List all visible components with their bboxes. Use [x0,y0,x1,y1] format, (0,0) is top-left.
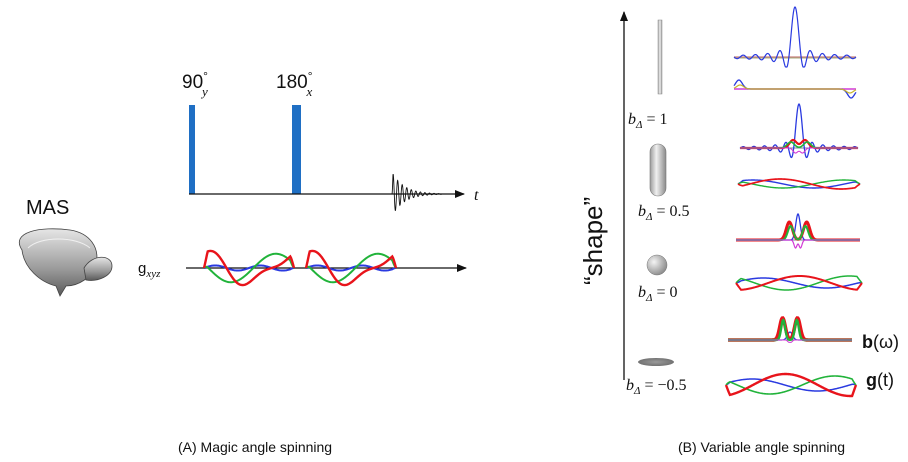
gradient-x-block-1 [202,249,296,287]
gradient-y-8 [725,375,857,395]
spectrum-m-3 [740,147,858,154]
pulse-180-label: 180°x [276,69,313,99]
time-label: t [474,187,479,204]
panel-a: MAS 90°y 180°x t gxyz [19,69,479,455]
gradient-x-6 [735,275,863,291]
gradient-x-block-2 [304,249,398,287]
gradient-y-4 [737,179,861,189]
b-delta-label-2: bΔ = 0.5 [638,203,690,223]
disc-shape-icon [638,358,674,366]
gradient-x-8 [724,372,858,398]
gradient-label: gxyz [138,260,161,280]
rod-shape-icon [657,19,663,95]
spectrum-m-7 [728,339,852,343]
b-delta-label-4: bΔ = −0.5 [626,377,687,397]
mas-label: MAS [26,197,69,219]
shape-axis-label: “shape” [578,197,608,285]
panel-b: “shape” bΔ = 1 bΔ = 0.5 bΔ = 0 bΔ = −0.5… [578,6,899,455]
gradient-y-2 [733,84,857,94]
caption-a: (A) Magic angle spinning [178,439,332,455]
spectrum-z-3 [739,102,859,159]
b-omega-label: b(ω) [862,332,899,352]
gradient-x-4 [737,178,861,190]
pulse-90 [189,105,195,194]
waveform-plots [724,6,863,398]
caption-b: (B) Variable angle spinning [678,439,845,455]
g-t-label: g(t) [866,370,894,390]
gradient-z-block-1 [203,264,295,272]
spectrum-x-7 [728,316,852,342]
sphere-shape-icon [646,254,668,276]
capsule-shape-icon [649,143,667,197]
gradient-z-block-2 [305,264,397,272]
b-delta-label-3: bΔ = 0 [638,284,678,304]
spectrum-z-1 [733,6,857,68]
pulse-180 [292,105,301,194]
spectrum-z-5 [736,212,860,241]
mas-shape-icon [19,228,113,297]
b-delta-label-1: bΔ = 1 [628,111,668,131]
fid-signal [391,173,443,211]
pulse-90-label: 90°y [182,69,208,99]
gradient-y-block-2 [305,252,397,284]
spectrum-m-5 [736,239,860,249]
spectrum-x-5 [736,220,860,242]
gradient-z-8 [725,378,857,392]
gradient-y-6 [735,275,863,291]
gradient-y-block-1 [203,252,295,284]
